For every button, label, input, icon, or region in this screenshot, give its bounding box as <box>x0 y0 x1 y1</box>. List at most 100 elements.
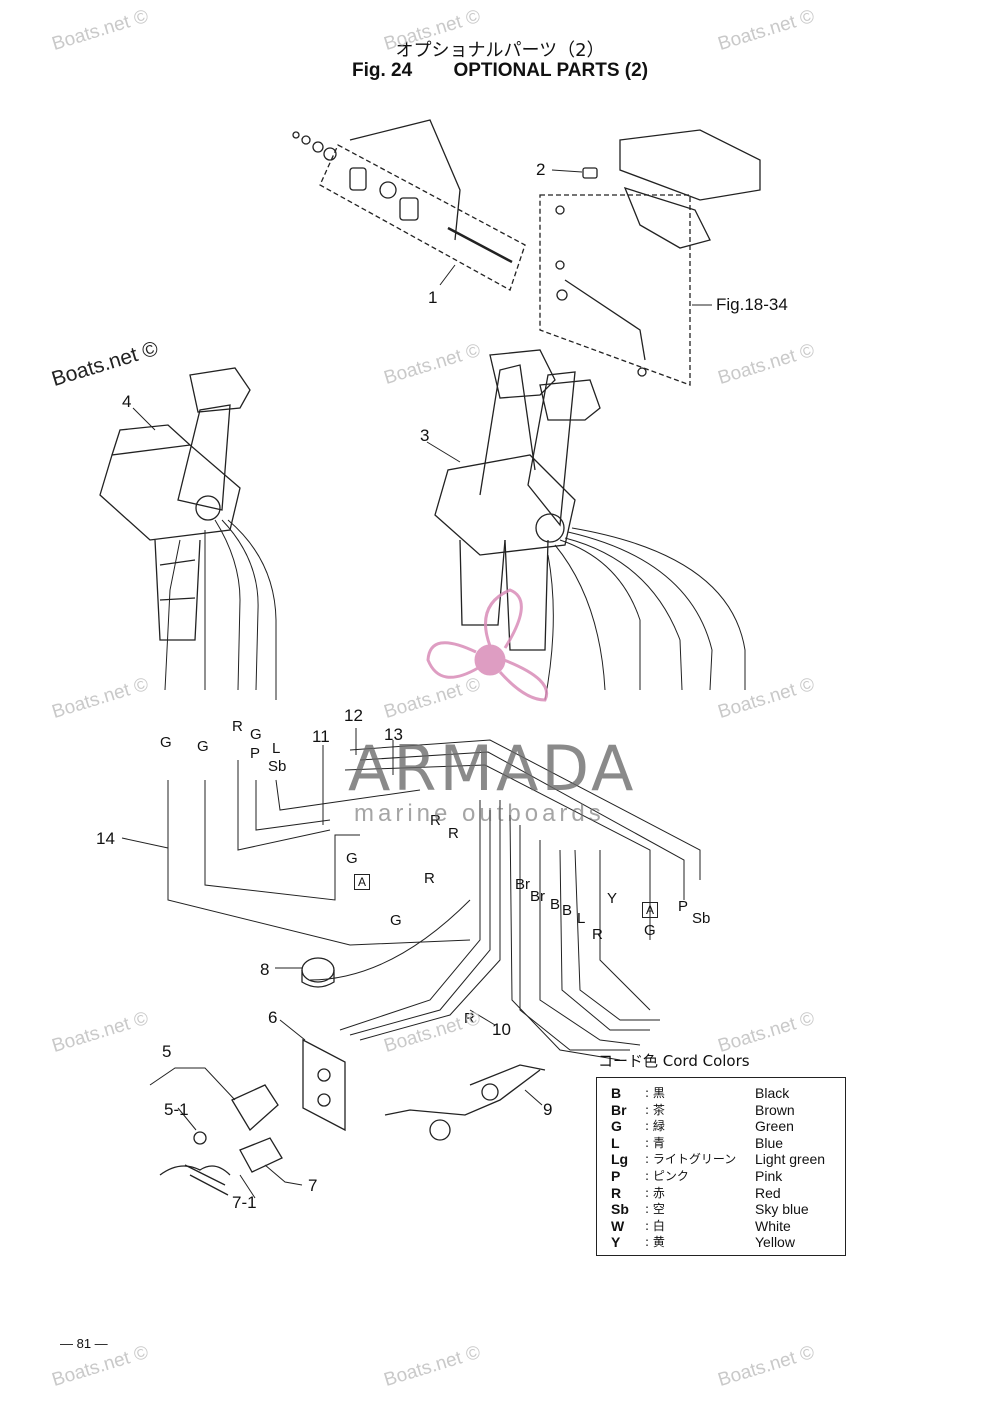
callout-8: 8 <box>260 960 270 979</box>
part-5-key-switch <box>193 1084 279 1145</box>
color-japanese: : 黒 <box>645 1086 665 1100</box>
color-english: White <box>755 1217 791 1234</box>
reference-fig-18-34: Fig.18-34 <box>716 295 788 314</box>
wire-label: Sb <box>692 910 711 927</box>
part-7-stop-switch <box>159 1137 283 1196</box>
color-english: Blue <box>755 1134 784 1151</box>
armada-brand-subtitle: marine outboards <box>354 800 605 827</box>
legend-row: Y : 黄 Yellow <box>597 1234 845 1251</box>
wire-label: G <box>197 738 209 755</box>
color-english: Brown <box>755 1101 795 1118</box>
figure-title-english: OPTIONAL PARTS (2) <box>453 60 649 81</box>
title-japanese: オプショナルパーツ（2） <box>395 40 605 61</box>
callout-1: 1 <box>428 288 438 307</box>
color-japanese: : 茶 <box>645 1102 665 1117</box>
color-code: Sb <box>611 1201 629 1218</box>
wire-label: R <box>430 812 441 829</box>
legend-row: P : ピンク Pink <box>597 1168 845 1185</box>
wire-label: P <box>678 898 689 915</box>
figure-number: Fig. 24 <box>351 60 413 81</box>
color-english: Red <box>755 1184 781 1201</box>
callout-3: 3 <box>420 426 430 445</box>
connector-a-marker: A <box>354 874 370 890</box>
wire-label: P <box>250 745 261 762</box>
wire-label: R <box>424 870 435 887</box>
wire-label: G <box>346 850 358 867</box>
color-english: Green <box>755 1118 794 1135</box>
armada-propeller-logo <box>426 588 548 702</box>
color-english: Pink <box>755 1168 783 1184</box>
callout-5: 5 <box>162 1042 172 1061</box>
wire-label: G <box>160 734 172 751</box>
color-english: Light green <box>755 1151 826 1168</box>
color-japanese: : 青 <box>645 1135 665 1150</box>
color-code: P <box>611 1168 621 1184</box>
armada-brand-watermark: ARMADA <box>348 732 637 805</box>
connector-a-marker: A <box>642 902 658 918</box>
color-code: B <box>611 1085 622 1101</box>
part-6-panel <box>302 1038 346 1132</box>
callout-12: 12 <box>344 706 363 725</box>
color-japanese: : 赤 <box>645 1185 665 1200</box>
part-1-bracket-kit <box>292 119 526 291</box>
color-code: Y <box>611 1234 621 1251</box>
cord-colors-table: B : 黒 Black Br : 茶 Brown G : 緑 Green L :… <box>596 1077 846 1256</box>
wire-label: Sb <box>268 758 287 775</box>
color-japanese: : 黄 <box>645 1235 665 1250</box>
cord-colors-heading: コード色 Cord Colors <box>598 1052 750 1070</box>
color-japanese: : 白 <box>645 1218 665 1233</box>
wire-label: G <box>644 922 656 939</box>
callout-10: 10 <box>492 1020 511 1039</box>
part-8-buzzer <box>301 957 335 988</box>
wire-label: L <box>272 740 281 757</box>
color-code: Lg <box>611 1151 629 1168</box>
part-2-connector <box>539 129 761 386</box>
color-code: L <box>611 1134 620 1151</box>
legend-row: G : 緑 Green <box>597 1118 845 1135</box>
legend-row: B : 黒 Black <box>597 1085 845 1102</box>
wire-label: Y <box>607 890 618 907</box>
callout-7: 7 <box>308 1176 318 1195</box>
color-english: Black <box>755 1085 790 1101</box>
color-english: Yellow <box>755 1234 795 1251</box>
leader-lines <box>121 169 712 1199</box>
wire-label: R <box>464 1010 475 1027</box>
figure-title: Fig. 24 OPTIONAL PARTS (2) <box>0 60 1000 82</box>
color-code: W <box>611 1217 625 1234</box>
callout-11: 11 <box>312 727 330 746</box>
callout-6: 6 <box>268 1008 278 1027</box>
wire-label: R <box>448 825 459 842</box>
legend-row: Sb : 空 Sky blue <box>597 1201 845 1218</box>
color-english: Sky blue <box>755 1201 809 1218</box>
color-code: R <box>611 1184 622 1201</box>
color-japanese: : 空 <box>645 1202 665 1217</box>
wire-label: R <box>592 926 603 943</box>
callout-7-1: 7-1 <box>232 1193 257 1212</box>
wire-harness <box>164 519 746 1061</box>
wire-label: Br <box>515 876 530 893</box>
callout-2: 2 <box>536 160 546 179</box>
callout-4: 4 <box>122 392 132 411</box>
callout-13: 13 <box>384 725 403 744</box>
color-code: Br <box>611 1101 627 1118</box>
page-number: — 81 — <box>60 1336 108 1351</box>
legend-row: R : 赤 Red <box>597 1185 845 1202</box>
legend-row: Lg : ライトグリーン Light green <box>597 1151 845 1168</box>
legend-row: Br : 茶 Brown <box>597 1102 845 1119</box>
color-japanese: : ピンク <box>645 1169 689 1183</box>
wire-label: G <box>390 912 402 929</box>
part-3-dual-lever-control <box>434 349 601 651</box>
wire-label: B <box>550 896 561 913</box>
callout-5-1: 5-1 <box>164 1100 189 1119</box>
color-japanese: : ライトグリーン <box>645 1152 737 1167</box>
wire-label: Br <box>530 888 545 905</box>
wire-label: R <box>232 718 243 735</box>
part-9-harness <box>384 1064 546 1141</box>
legend-row: W : 白 White <box>597 1218 845 1235</box>
wire-label: L <box>577 910 586 927</box>
callout-14: 14 <box>96 829 115 848</box>
callout-9: 9 <box>543 1100 553 1119</box>
part-4-single-lever-control <box>99 367 251 641</box>
wire-label: B <box>562 902 573 919</box>
